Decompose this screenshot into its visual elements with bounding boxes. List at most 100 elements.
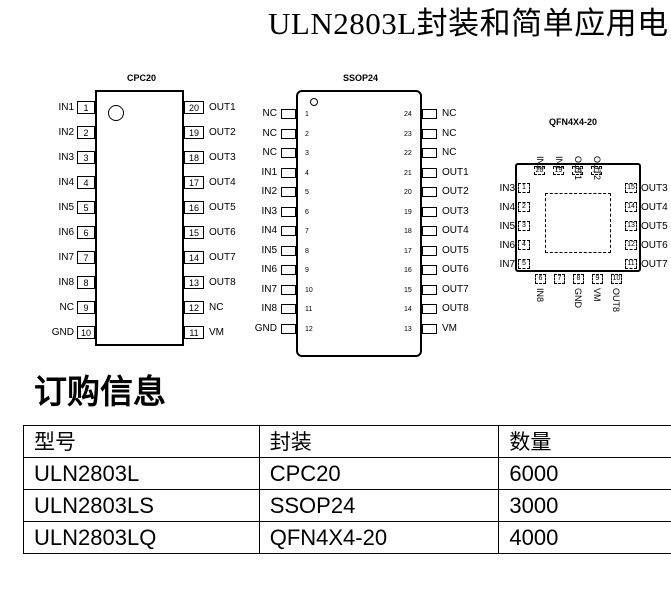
pin-name: OUT1 [573,156,583,181]
cell-package: QFN4X4-20 [258,521,500,554]
pin-name: IN2 [535,156,545,171]
pin-number: 19 [554,167,563,174]
pin-name: OUT5 [641,221,668,232]
qfn-exposed-pad [545,193,611,253]
qfn-chip-body [515,163,641,272]
pin-number: 13 [404,326,412,333]
pin-number: 20 [535,167,544,174]
pin-name: NC [262,128,277,139]
pin-name: IN4 [58,177,74,188]
pin-name: OUT4 [442,225,469,236]
pin-lead [422,148,437,158]
pin-name: IN5 [499,221,515,232]
cell-model: ULN2803L [23,457,260,490]
cell-quantity: 6000 [498,457,671,490]
pin-name: IN1 [58,102,74,113]
pin-name: IN1 [261,167,277,178]
pin-name: OUT1 [209,102,236,113]
pin-name: OUT6 [442,264,469,275]
pin-lead [422,304,437,314]
pin-name: OUT4 [209,177,236,188]
pin-number: 7 [557,275,562,282]
pin-name: IN6 [261,264,277,275]
pin-lead [281,187,296,197]
pin-name: IN3 [261,206,277,217]
pin-name: NC [209,302,224,313]
pin-lead [422,187,437,197]
pin-name: NC [59,302,74,313]
pin-number: 18 [404,228,412,235]
pin-number: 24 [404,111,412,118]
qfn-label: QFN4X4-20 [549,117,598,127]
pin-name: IN7 [261,284,277,295]
pin-lead [422,129,437,139]
cell-model: ULN2803LQ [23,521,260,554]
pin-name: GND [51,327,74,338]
pin-number: 7 [77,251,95,264]
ordering-table: 型号 封装 数量 ULN2803L CPC20 6000 ULN2803LS S… [23,425,671,554]
pin-lead [422,168,437,178]
pin-name: OUT7 [641,259,668,270]
pin-name: NC [442,128,457,139]
pin-pad [534,166,545,175]
pin-name: OUT3 [641,183,668,194]
pin-name: OUT1 [442,167,469,178]
pin-number: 16 [184,201,204,214]
pin-number: 10 [77,326,95,339]
pin-name: IN5 [58,202,74,213]
pin-name: IN5 [261,245,277,256]
pin-number: 17 [184,176,204,189]
pin-number: 9 [77,301,95,314]
pin-number: 2 [77,126,95,139]
pin-number: 15 [404,287,412,294]
pin-number: 14 [184,251,204,264]
pin-number: 9 [595,275,600,282]
pin-number: 17 [404,248,412,255]
pin-pad [625,183,637,193]
pin-pad [592,274,603,284]
pin-number: 1 [305,111,309,118]
pin-name: NC [442,108,457,119]
pin-lead [422,285,437,295]
pin-pad [553,166,564,175]
pin-number: 3 [305,150,309,157]
cell-quantity: 4000 [498,521,671,554]
pin-number: 23 [404,131,412,138]
pin-name: IN7 [499,259,515,270]
pin-number: 19 [184,126,204,139]
pin1-marker [108,105,124,121]
pin-name: IN4 [499,202,515,213]
ssop24-label: SSOP24 [343,73,379,83]
pin-name: NC [262,108,277,119]
pin-pad [554,274,565,284]
pin-pad [573,274,584,284]
pin-number: 12 [305,326,313,333]
pin-number: 11 [305,306,313,313]
pin-pad [572,166,583,175]
pin-name: IN1 [554,156,564,171]
pin-name: IN2 [261,186,277,197]
pin-name: OUT2 [209,127,236,138]
pin-name: IN2 [58,127,74,138]
pin-lead [281,265,296,275]
pin-number: 3 [77,151,95,164]
pin-name: NC [262,147,277,158]
pin-name: IN3 [499,183,515,194]
pin-number: 4 [77,176,95,189]
pin-pad [518,221,530,231]
pin-pad [625,240,637,250]
pin-name: OUT7 [442,284,469,295]
pin-pad [611,274,622,284]
pin-number: 12 [627,241,635,248]
pin-number: 8 [305,248,309,255]
pin-number: 10 [612,275,621,282]
pin-number: 5 [305,189,309,196]
ordering-info-heading: 订购信息 [34,372,166,411]
pin-name: IN7 [58,252,74,263]
pin-number: 18 [573,167,582,174]
pin-number: 1 [77,101,95,114]
pin-number: 11 [627,260,635,267]
pin-lead [281,246,296,256]
header-package: 封装 [258,425,500,458]
pin-number: 13 [627,222,635,229]
